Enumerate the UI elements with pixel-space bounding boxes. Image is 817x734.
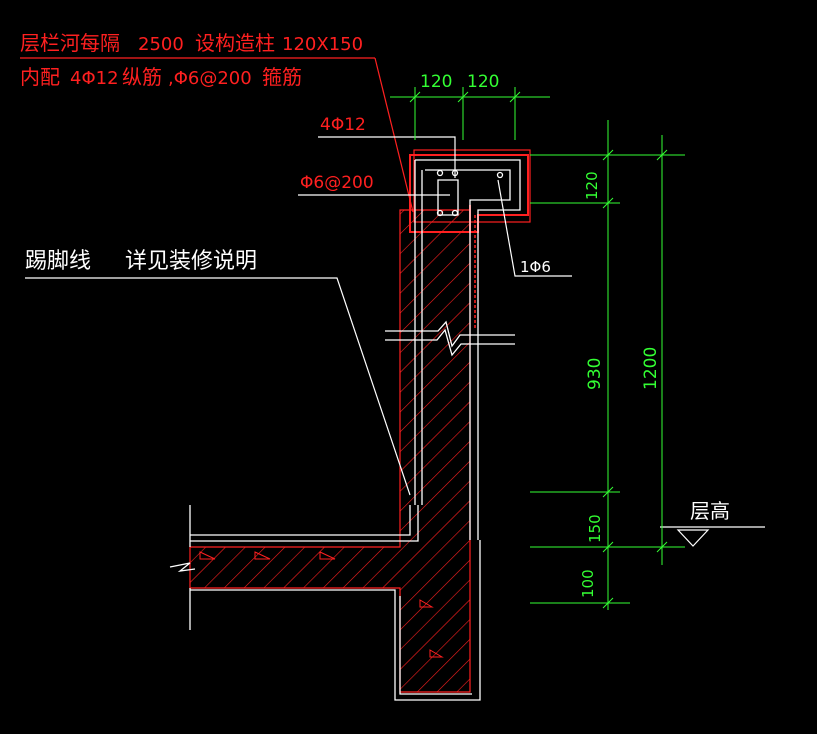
note-line2-c: 纵筋: [122, 65, 162, 89]
slab-bottom: [190, 540, 481, 701]
rebar-box: [437, 179, 459, 216]
slab-break-symbol: [169, 562, 196, 572]
rebar-dot: [496, 171, 504, 179]
rebar-dot: [436, 209, 444, 217]
slab-inner-bottom: [399, 596, 472, 695]
callout-skirting-note: 详见装修说明: [125, 249, 257, 274]
note-line1-d: 120X150: [282, 34, 363, 55]
outline-inner-right: [425, 169, 511, 540]
rebar-dot: [436, 169, 444, 177]
callout-rebar-single: 1Φ6: [520, 258, 551, 276]
dim-label-total: 1200: [641, 347, 661, 390]
dim-label-top-left: 120: [420, 72, 452, 92]
floor-height-symbol: [676, 529, 710, 547]
concrete-marks: [199, 551, 444, 658]
general-note: 层栏河每隔 2500 设构造柱 120X150 内配 4Φ12 纵筋 ,Φ6@2…: [20, 31, 414, 213]
callout-stirrup: Φ6@200: [300, 173, 374, 193]
floor-finish-top: [190, 505, 411, 536]
note-line2-b: 4Φ12: [70, 68, 119, 89]
note-line2-e: 箍筋: [262, 65, 302, 89]
callout-rebar-single-leader: [497, 179, 572, 277]
dim-label-coping: 120: [583, 171, 601, 200]
dimensions: [390, 87, 685, 610]
slab-section: [189, 149, 531, 693]
callouts: 4Φ12 Φ6@200 1Φ6 踢脚线 详见装修说明 层高: [25, 115, 765, 547]
callout-rebar-main: 4Φ12: [320, 115, 366, 135]
floor-finish-inner: [190, 505, 419, 542]
note-line1-a: 层栏河每隔: [20, 31, 120, 55]
coping-rebar-cage: [413, 149, 531, 223]
slab-hatch: [189, 209, 471, 693]
note-line1-c: 设构造柱: [195, 31, 275, 55]
wall-break-top: [385, 320, 515, 348]
dim-label-top-right: 120: [467, 72, 499, 92]
note-line2-a: 内配: [20, 65, 60, 89]
structure-outline: [169, 159, 521, 701]
note-line2-d: ,Φ6@200: [168, 68, 252, 89]
callout-skirting: 踢脚线: [25, 249, 91, 274]
outline-right-wall: [415, 159, 521, 540]
callout-skirting-leader: [25, 277, 411, 496]
note-line1-b: 2500: [138, 34, 184, 55]
dim-label-floor-finish: 150: [586, 514, 604, 543]
rebar-dot: [451, 209, 459, 217]
floor-height-label: 层高: [690, 499, 730, 523]
dim-label-wall: 930: [585, 358, 605, 390]
dim-label-slab: 100: [579, 569, 597, 598]
callout-rebar-main-leader: [318, 136, 456, 178]
wall-break-bottom: [385, 328, 515, 357]
dimension-labels: 120 120 120 930 1200 150 100: [420, 72, 661, 598]
note-leader: [374, 57, 414, 213]
